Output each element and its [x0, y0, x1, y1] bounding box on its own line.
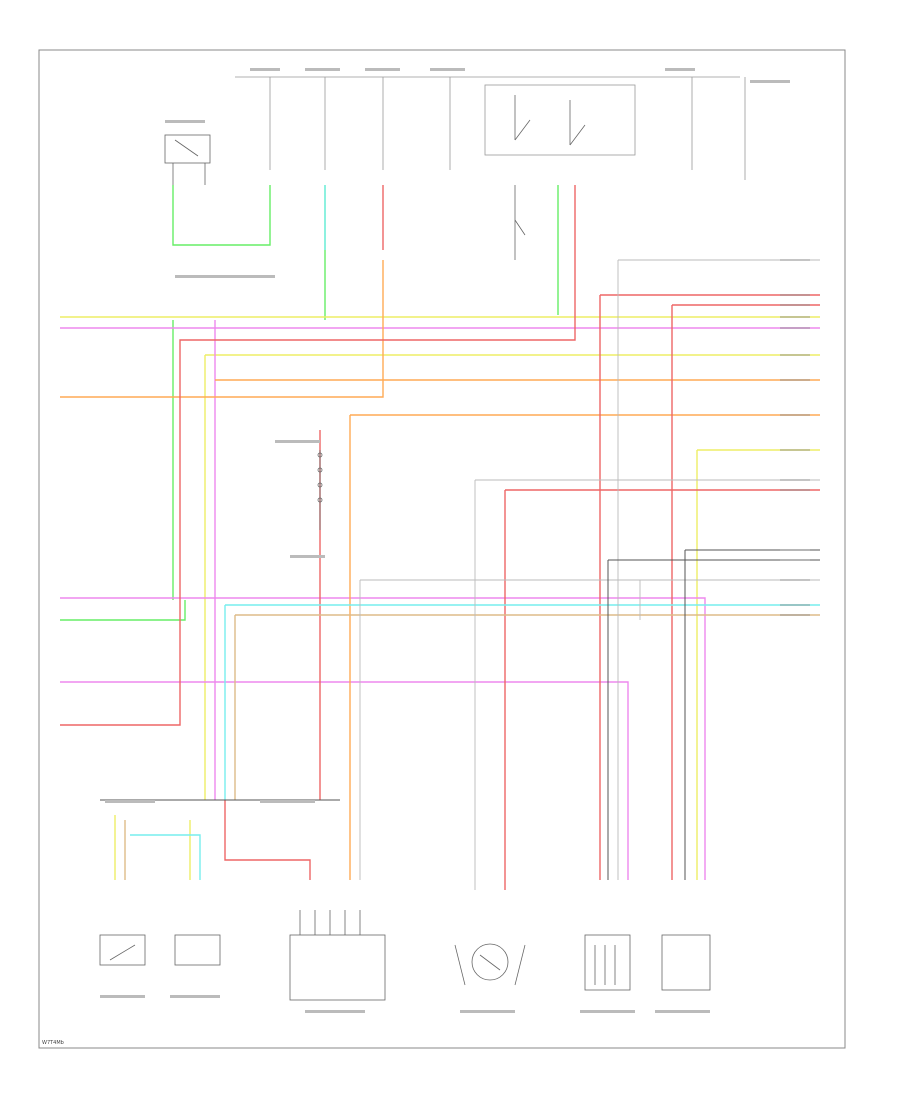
power-feed-bar — [235, 76, 746, 180]
wire-red — [60, 185, 820, 890]
wire-violet — [60, 320, 820, 880]
wire-orange — [60, 260, 820, 880]
sensor-component-1 — [584, 934, 631, 991]
splice-component-center — [317, 450, 323, 530]
bottom-switch-2 — [174, 934, 221, 966]
label-marks — [100, 68, 790, 1013]
motor-component — [454, 943, 526, 986]
sensor-component-2 — [661, 934, 711, 991]
transfer-case-module — [289, 910, 386, 1001]
wire-green — [60, 185, 559, 621]
wire-tan — [124, 614, 820, 880]
wire-black — [100, 549, 820, 880]
wire-cyan — [130, 185, 820, 880]
relay-group — [514, 95, 586, 260]
switch-component-top-left — [164, 134, 211, 185]
wire-gray — [359, 259, 820, 890]
footer-code: W7T4Mb — [42, 1040, 64, 1046]
diagram-border — [38, 49, 846, 1049]
bottom-switch-1 — [99, 934, 146, 966]
right-connector-ticks — [780, 259, 810, 616]
